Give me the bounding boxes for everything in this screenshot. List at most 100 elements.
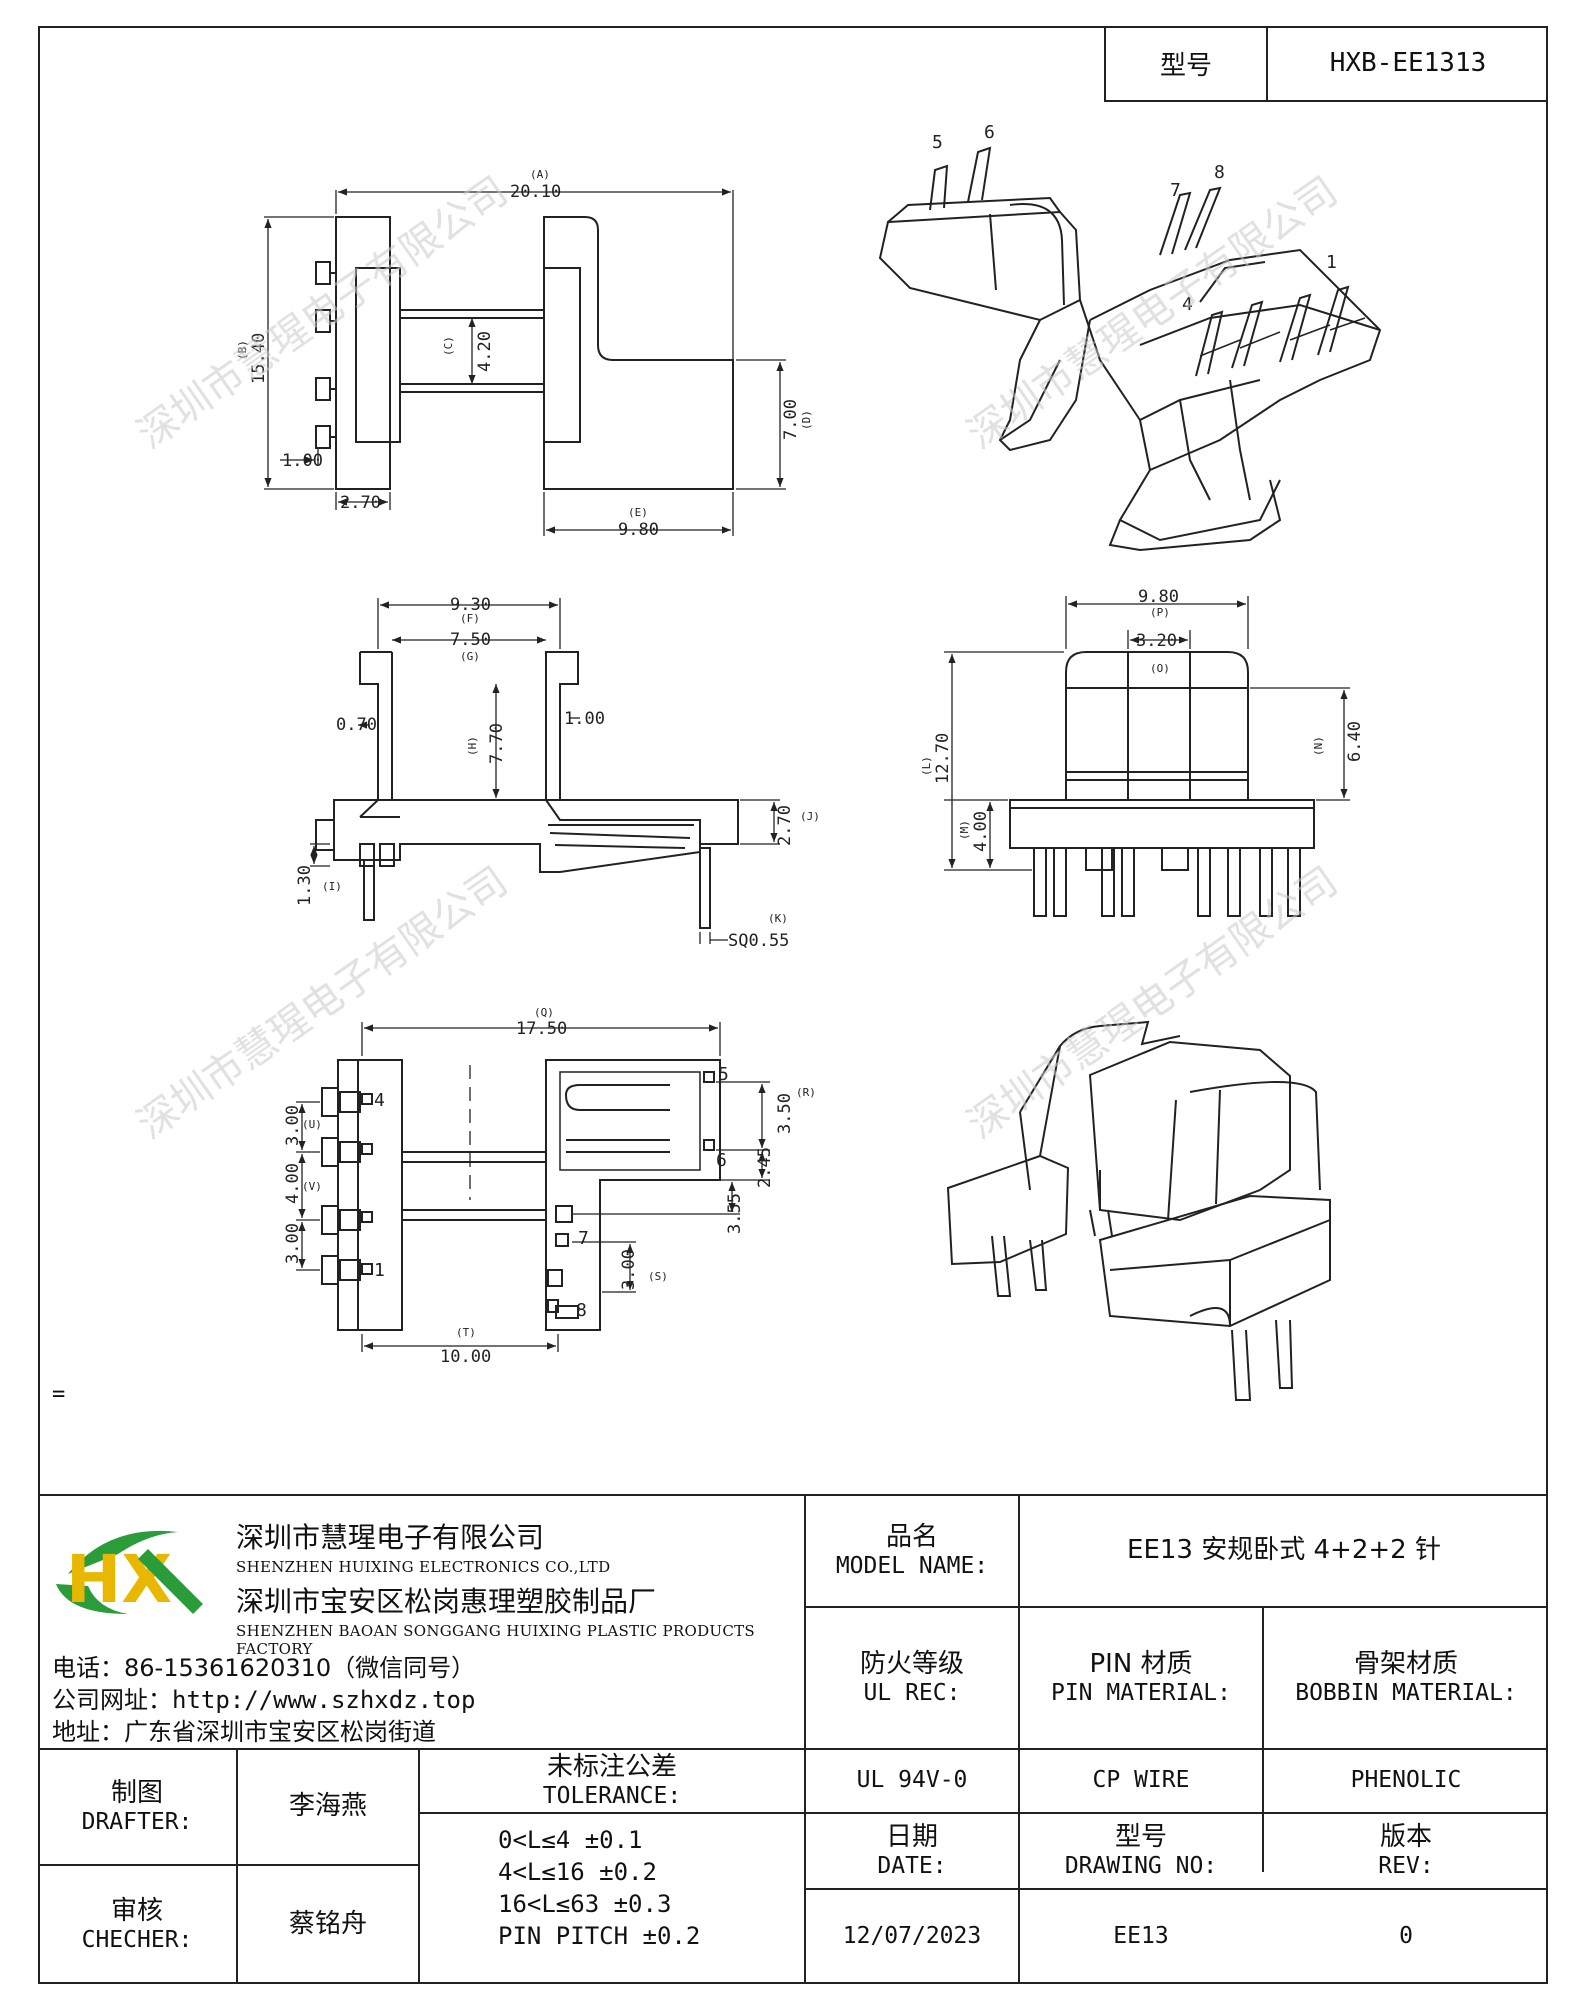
dim-i-value: 1.30 bbox=[295, 865, 315, 906]
checker-value: 蔡铭舟 bbox=[288, 1909, 367, 1940]
checker-cn: 审核 bbox=[110, 1895, 163, 1926]
isometric-view-top bbox=[878, 146, 1382, 552]
tolerance-cn: 未标注公差 bbox=[546, 1751, 677, 1782]
bobbin-cn: 骨架材质 bbox=[1353, 1648, 1458, 1679]
model-header-box: 型号 HXB-EE1313 bbox=[1104, 26, 1548, 102]
dim-v-letter: (V) bbox=[302, 1180, 322, 1193]
company-website[interactable]: http://www.szhxdz.top bbox=[172, 1686, 476, 1714]
rev-label: 版本 REV: bbox=[1264, 1814, 1548, 1888]
dim-k-value: SQ0.55 bbox=[728, 931, 789, 951]
drawing-no-cn: 型号 bbox=[1114, 1821, 1167, 1852]
tolerance-en: TOLERANCE: bbox=[542, 1782, 682, 1809]
pin-label-7: 7 bbox=[578, 1228, 589, 1249]
checker-en: CHECHER: bbox=[81, 1926, 193, 1953]
dim-m-value: 4.00 bbox=[971, 811, 991, 852]
drafter-label: 制图 DRAFTER: bbox=[38, 1750, 236, 1864]
technical-drawing: (A) 20.10 (B) 15.40 (C) 4.20 7.00 (D) (E… bbox=[129, 122, 1382, 1401]
dim-e-letter: (E) bbox=[628, 506, 648, 519]
ul-cn: 防火等级 bbox=[859, 1648, 964, 1679]
dim-u-value: 3.00 bbox=[283, 1105, 303, 1146]
dim-w-value: 3.00 bbox=[283, 1223, 303, 1264]
dim-h-letter: (H) bbox=[466, 736, 479, 756]
dim-a-value: 20.10 bbox=[510, 182, 561, 202]
watermark-1: 深圳市慧瑆电子有限公司 bbox=[129, 168, 516, 458]
tolerance-line-3: 16<L≤63 ±0.3 bbox=[498, 1890, 672, 1918]
company-phone: 电话：86-15361620310（微信同号） bbox=[52, 1654, 476, 1682]
dim-right-wall: 1.00 bbox=[564, 709, 605, 729]
model-name-en: MODEL NAME: bbox=[835, 1552, 989, 1579]
model-name-value: EE13 安规卧式 4+2+2 针 bbox=[1127, 1535, 1441, 1566]
dim-r-value: 3.50 bbox=[775, 1093, 795, 1134]
watermark-4: 深圳市慧瑆电子有限公司 bbox=[959, 858, 1346, 1148]
dim-o-value: 3.20 bbox=[1136, 631, 1177, 651]
iso-pin-4: 4 bbox=[1182, 294, 1193, 315]
bobbin-material-label: 骨架材质 BOBBIN MATERIAL: bbox=[1264, 1608, 1548, 1748]
pin-label-5: 5 bbox=[718, 1064, 729, 1085]
model-name-label: 品名 MODEL NAME: bbox=[806, 1496, 1018, 1606]
tolerance-line-4: PIN PITCH ±0.2 bbox=[498, 1922, 701, 1950]
company-name-cn: 深圳市慧瑆电子有限公司 bbox=[236, 1521, 545, 1554]
iso-pin-5: 5 bbox=[932, 132, 943, 153]
dim-p-value: 9.80 bbox=[1138, 587, 1179, 607]
rev-en: REV: bbox=[1378, 1852, 1434, 1879]
rev-cn: 版本 bbox=[1379, 1821, 1432, 1852]
dim-c-value: 4.20 bbox=[475, 331, 495, 372]
tolerance-label: 未标注公差 TOLERANCE: bbox=[420, 1750, 804, 1812]
dim-flange: 2.70 bbox=[340, 493, 381, 513]
date-cn: 日期 bbox=[885, 1821, 938, 1852]
bobbin-material-value: PHENOLIC bbox=[1350, 1767, 1462, 1794]
dim-t-letter: (T) bbox=[456, 1326, 476, 1339]
dim-v-value: 4.00 bbox=[283, 1163, 303, 1204]
tolerance-line-2: 4<L≤16 ±0.2 bbox=[498, 1858, 657, 1886]
dim-n-value: 6.40 bbox=[1345, 721, 1365, 762]
logo-text: HX bbox=[66, 1541, 172, 1618]
date-en: DATE: bbox=[877, 1852, 947, 1879]
iso-pin-7: 7 bbox=[1170, 180, 1181, 201]
dim-l-letter: (L) bbox=[920, 756, 933, 776]
dim-n-letter: (N) bbox=[1312, 736, 1325, 756]
bobbin-en: BOBBIN MATERIAL: bbox=[1295, 1679, 1517, 1706]
pin-cn: PIN 材质 bbox=[1089, 1648, 1193, 1679]
pin-material-value: CP WIRE bbox=[1092, 1767, 1190, 1794]
iso-pin-8: 8 bbox=[1214, 162, 1225, 183]
ul-label: 防火等级 UL REC: bbox=[806, 1608, 1018, 1748]
front-view bbox=[310, 598, 780, 944]
drafter-value: 李海燕 bbox=[288, 1791, 367, 1822]
dim-b-letter: (B) bbox=[236, 340, 249, 360]
side-view bbox=[944, 596, 1350, 917]
dim-a-letter: (A) bbox=[530, 168, 550, 181]
bottom-view bbox=[296, 1022, 770, 1352]
dim-l-value: 12.70 bbox=[933, 733, 953, 784]
iso-pin-1: 1 bbox=[1326, 252, 1337, 273]
company-logo: HX bbox=[56, 1530, 203, 1618]
dim-pin-width: 1.00 bbox=[282, 451, 323, 471]
pin-en: PIN MATERIAL: bbox=[1050, 1679, 1231, 1706]
rev-value: 0 bbox=[1399, 1923, 1413, 1950]
dim-d-letter: (D) bbox=[800, 410, 813, 430]
tolerance-line-1: 0<L≤4 ±0.1 bbox=[498, 1826, 643, 1854]
website-label: 公司网址： bbox=[52, 1686, 172, 1714]
dim-h-value: 7.70 bbox=[487, 723, 507, 764]
dim-g-value: 7.50 bbox=[450, 630, 491, 650]
factory-name-cn: 深圳市宝安区松岗惠理塑胶制品厂 bbox=[236, 1585, 657, 1618]
drawing-no-en: DRAWING NO: bbox=[1064, 1852, 1218, 1879]
checker-label: 审核 CHECHER: bbox=[38, 1866, 236, 1984]
dim-f-letter: (F) bbox=[460, 612, 480, 625]
drawing-sheet-border bbox=[38, 26, 1548, 1984]
dim-k-letter: (K) bbox=[768, 912, 788, 925]
dim-i-letter: (I) bbox=[322, 880, 342, 893]
drawing-no-label: 型号 DRAWING NO: bbox=[1020, 1814, 1262, 1888]
stray-mark: = bbox=[52, 1382, 66, 1407]
dim-245: 2.45 bbox=[755, 1147, 775, 1188]
ul-value: UL 94V-0 bbox=[856, 1767, 968, 1794]
dim-j-letter: (J) bbox=[800, 810, 820, 823]
dim-c-letter: (C) bbox=[442, 336, 455, 356]
date-value: 12/07/2023 bbox=[842, 1923, 982, 1950]
dim-d-value: 7.00 bbox=[781, 399, 801, 440]
dim-f-value: 9.30 bbox=[450, 595, 491, 615]
model-header-label: 型号 bbox=[1106, 26, 1268, 100]
dim-s-value: 3.00 bbox=[619, 1249, 639, 1290]
dim-u-letter: (U) bbox=[302, 1118, 322, 1131]
isometric-view-bottom bbox=[946, 1020, 1331, 1401]
dim-s-letter: (S) bbox=[648, 1270, 668, 1283]
